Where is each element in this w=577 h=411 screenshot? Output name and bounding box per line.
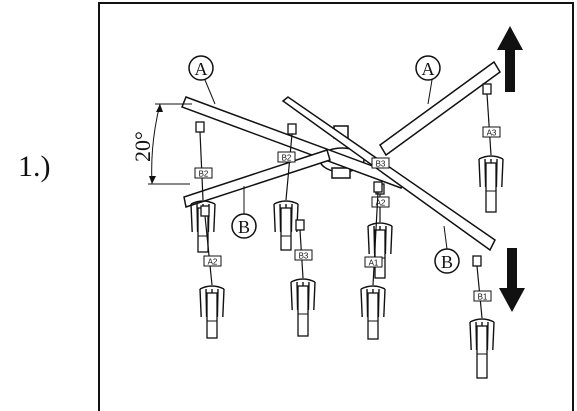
svg-text:B: B xyxy=(238,217,250,237)
svg-text:A2: A2 xyxy=(376,199,386,208)
pendant-light: B3 xyxy=(290,219,316,337)
svg-text:B3: B3 xyxy=(376,160,386,169)
label-a-right: A xyxy=(415,55,441,105)
label-a-left: A xyxy=(188,55,216,105)
svg-text:A: A xyxy=(422,59,435,79)
pendant-light: A2 xyxy=(199,205,225,339)
step-label: 1.) xyxy=(18,150,51,183)
cable-tag: B2 xyxy=(277,151,296,163)
arm-b-left xyxy=(183,149,331,208)
pendant-light: A3 xyxy=(478,83,504,213)
cable-tag: A2 xyxy=(371,196,390,208)
arrow-down-icon xyxy=(499,248,525,312)
svg-text:B3: B3 xyxy=(299,252,309,261)
svg-text:B2: B2 xyxy=(199,170,209,179)
svg-text:A1: A1 xyxy=(369,259,379,268)
pendant-light: B1 xyxy=(469,255,495,379)
svg-text:A3: A3 xyxy=(487,129,497,138)
cable-tag: A1 xyxy=(364,256,383,268)
label-b-right: B xyxy=(434,225,460,274)
label-b-left: B xyxy=(231,186,257,239)
pendant-light: A1 xyxy=(360,181,386,340)
svg-text:B1: B1 xyxy=(478,293,488,302)
arm-b-right xyxy=(281,96,496,252)
cable-tag: A2 xyxy=(203,255,222,267)
cable-tag: B3 xyxy=(294,249,313,261)
diagram-frame xyxy=(98,2,574,411)
cable-tag: B3 xyxy=(371,157,390,169)
svg-text:A2: A2 xyxy=(208,258,218,267)
svg-text:B2: B2 xyxy=(282,154,292,163)
cable-tag: B2 xyxy=(194,167,213,179)
angle-indicator: 20° xyxy=(130,103,192,185)
arm-a-right xyxy=(379,60,501,157)
arrow-up-icon xyxy=(497,26,523,92)
cable-tag: A3 xyxy=(482,126,501,138)
svg-text:B: B xyxy=(441,252,453,272)
angle-label: 20° xyxy=(130,131,155,162)
arm-a-left xyxy=(181,96,406,189)
svg-text:A: A xyxy=(195,59,208,79)
pendant-light: B2 xyxy=(190,121,216,253)
cable-tag: B1 xyxy=(473,290,492,302)
